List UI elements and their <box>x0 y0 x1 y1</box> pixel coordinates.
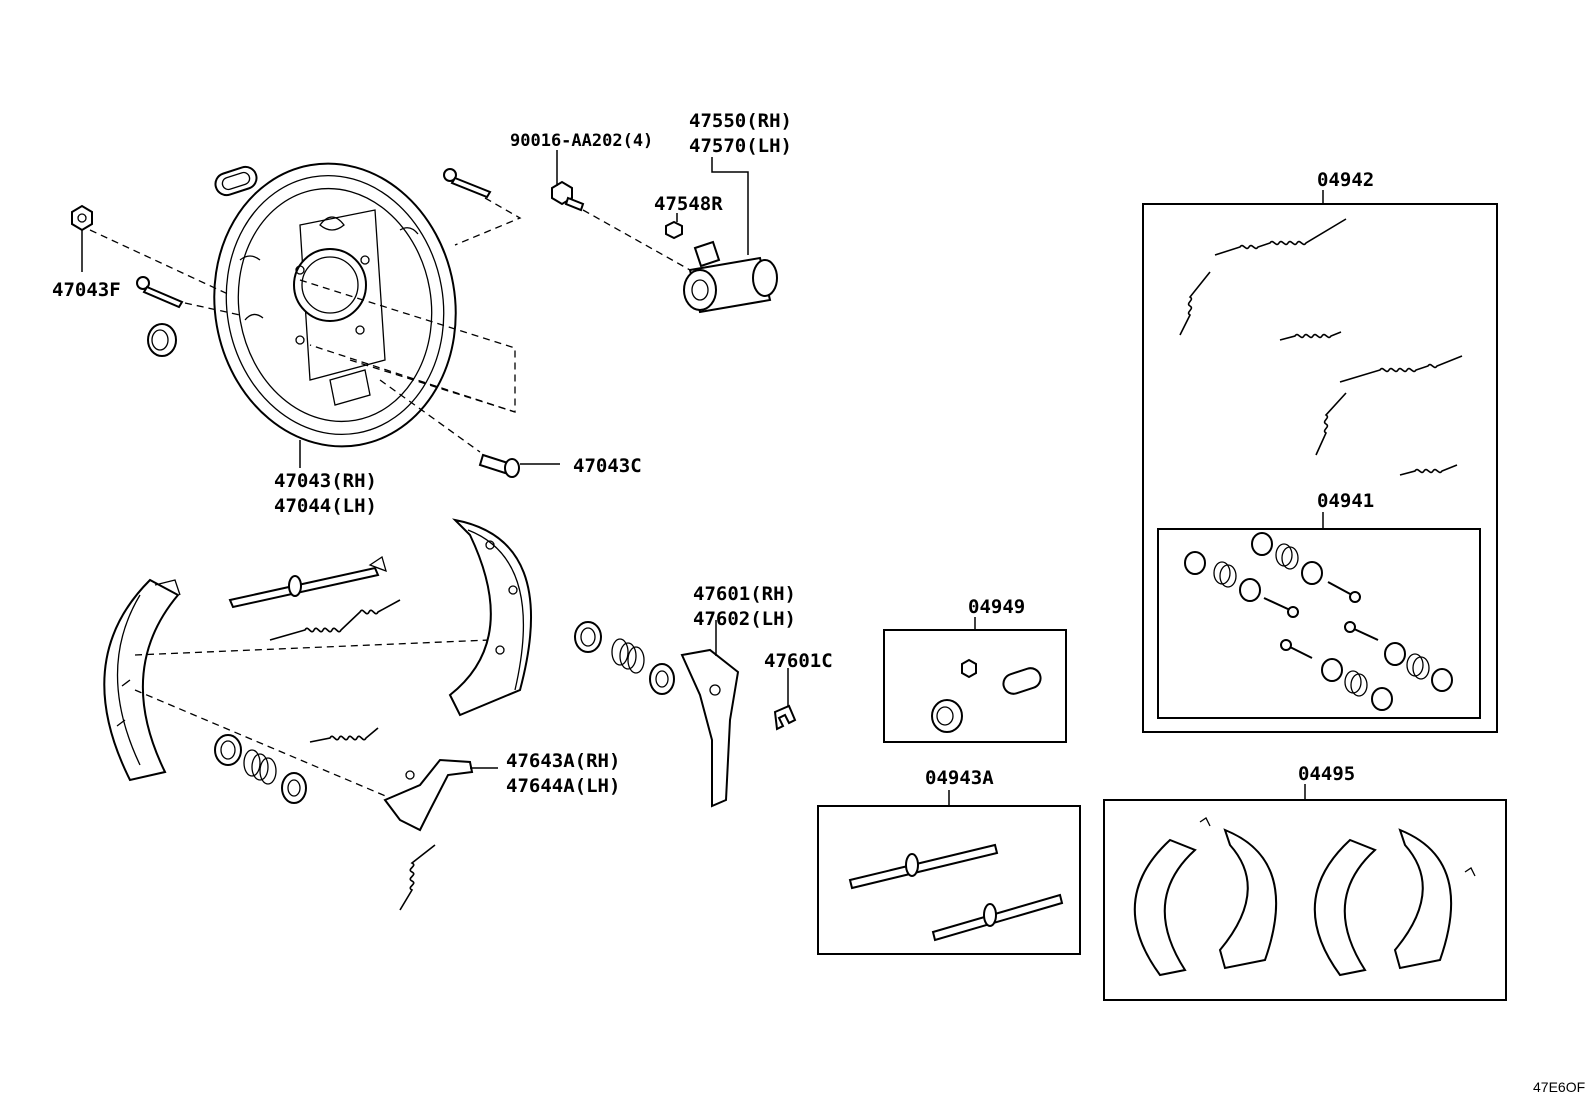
label-04949: 04949 <box>968 596 1025 618</box>
hold-down-spring-c[interactable] <box>611 638 645 674</box>
parking-brake-lever-47643A[interactable] <box>383 758 474 832</box>
bleeder-bolt[interactable] <box>551 180 585 212</box>
label-47601C: 47601C <box>764 650 833 672</box>
spring-lower[interactable] <box>309 727 379 743</box>
label-04943A: 04943A <box>925 767 994 789</box>
label-47550: 47550(RH) <box>689 110 792 132</box>
label-47570: 47570(LH) <box>689 135 792 157</box>
label-04942: 04942 <box>1317 169 1374 191</box>
hold-down-cup-c[interactable] <box>574 621 602 653</box>
kit-04495-parts <box>1133 817 1476 977</box>
label-04495: 04495 <box>1298 763 1355 785</box>
cap-plug[interactable] <box>147 323 177 357</box>
parking-brake-lever-47601[interactable] <box>680 648 740 808</box>
kit-04949-parts <box>931 658 1042 733</box>
kit-box-04949 <box>883 629 1067 743</box>
kit-box-04942 <box>1142 203 1498 733</box>
label-47602: 47602(LH) <box>693 608 796 630</box>
label-47643A: 47643A(RH) <box>506 750 620 772</box>
hold-down-cup-d[interactable] <box>649 663 675 695</box>
nut-47043F[interactable] <box>71 204 93 232</box>
pin-left[interactable] <box>136 276 184 309</box>
hold-down-spring-a[interactable] <box>243 749 277 785</box>
kit-04941-parts <box>1184 532 1453 711</box>
kit-box-04941 <box>1157 528 1481 719</box>
hold-down-cup-b[interactable] <box>281 772 307 804</box>
label-47644A: 47644A(LH) <box>506 775 620 797</box>
spring-bottom[interactable] <box>399 844 436 911</box>
label-47043: 47043(RH) <box>274 470 377 492</box>
cap-47548R[interactable] <box>665 220 683 240</box>
brake-shoe-left[interactable] <box>103 578 181 782</box>
clip-47601C[interactable] <box>773 704 797 731</box>
label-47548R: 47548R <box>654 193 723 215</box>
label-90016: 90016-AA202(4) <box>510 131 653 151</box>
hold-down-cup-a[interactable] <box>214 734 242 766</box>
brake-shoe-right[interactable] <box>448 518 532 717</box>
label-47043C: 47043C <box>573 455 642 477</box>
plug-oval[interactable] <box>213 164 260 198</box>
label-04941: 04941 <box>1317 490 1374 512</box>
spring-upper[interactable] <box>269 599 401 641</box>
diagram-code: 47E6OF <box>1533 1079 1585 1095</box>
backing-plate[interactable] <box>192 144 478 465</box>
label-47044: 47044(LH) <box>274 495 377 517</box>
pin-upper[interactable] <box>443 168 492 199</box>
kit-04943A-parts <box>848 843 1064 942</box>
bolt-47043C[interactable] <box>478 453 520 478</box>
label-47043F: 47043F <box>52 279 121 301</box>
adjuster-strut[interactable] <box>228 555 387 609</box>
label-47601: 47601(RH) <box>693 583 796 605</box>
wheel-cylinder[interactable] <box>683 240 778 314</box>
